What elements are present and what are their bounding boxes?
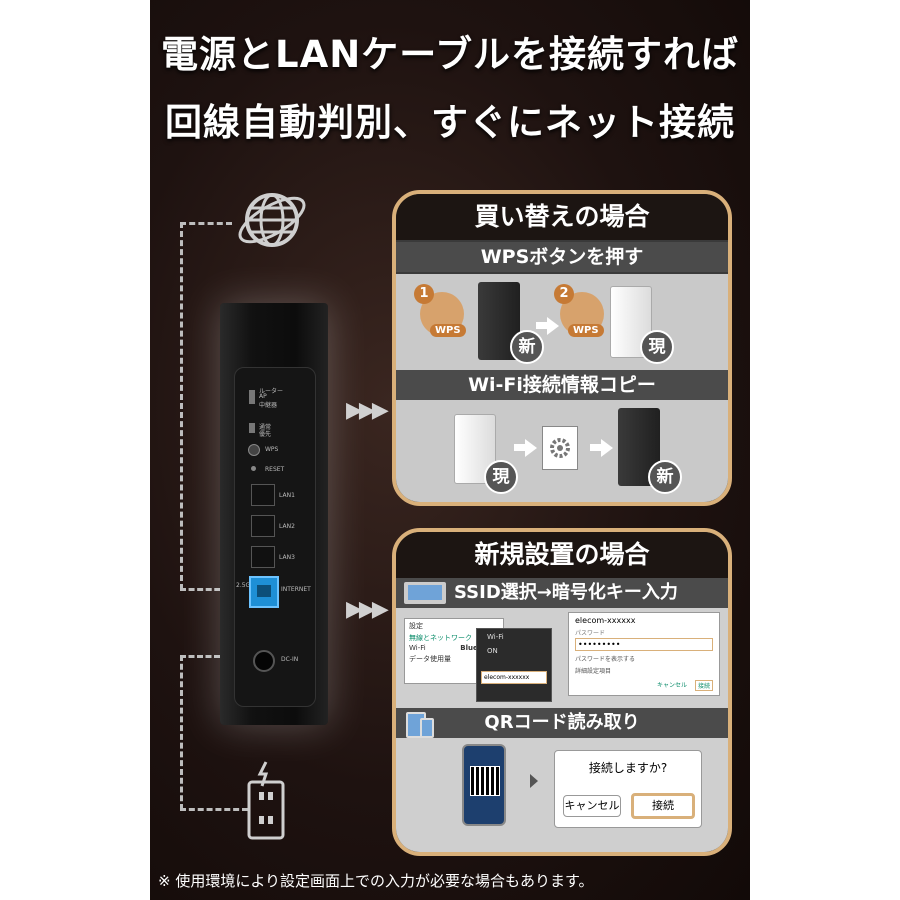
password-input[interactable]: ••••••••• <box>575 638 713 651</box>
step-number-2: 2 <box>554 284 574 304</box>
new-install-title: 新規設置の場合 <box>396 532 728 578</box>
new-badge-1: 新 <box>510 330 544 364</box>
qr-code-icon <box>470 766 500 796</box>
router-port-panel: ルーター AP 中継器 通常 優先 WPS RESET LAN1 LAN2 LA… <box>234 367 316 707</box>
wifi-list-card: Wi-Fi ON elecom-xxxxxx <box>476 628 552 702</box>
reset-label: RESET <box>265 466 285 473</box>
current-badge-2: 現 <box>484 460 518 494</box>
ssid-step-title: SSID選択→暗号化キー入力 <box>454 582 678 603</box>
lan3-port[interactable] <box>251 546 275 568</box>
laptop-icon <box>404 582 446 604</box>
ssid-list-item[interactable]: elecom-xxxxxx <box>481 671 547 684</box>
replace-panel-title: 買い替えの場合 <box>396 194 728 240</box>
advanced-options[interactable]: 詳細設定項目 <box>575 668 612 675</box>
switch-label-router: ルーター <box>259 388 284 395</box>
qr-step-illustration: 接続しますか? キャンセル 接続 <box>396 738 728 852</box>
dcin-label: DC-IN <box>281 656 299 663</box>
headline-line2: 回線自動判別、すぐにネット接続 <box>165 101 735 144</box>
power-line-bottom <box>180 808 248 811</box>
arrow-right-icon <box>547 317 559 335</box>
smartphone-icon <box>462 744 506 826</box>
wifi-header: Wi-Fi <box>487 633 504 641</box>
switch-label-ap: AP <box>259 393 267 400</box>
port-speed-label: 2.5GE <box>236 582 254 589</box>
wps-step-title: WPSボタンを押す <box>396 242 728 272</box>
mode-switch[interactable] <box>249 390 255 404</box>
password-connect-button[interactable]: 接続 <box>694 680 713 691</box>
lan3-label: LAN3 <box>279 554 295 561</box>
wireless-network-label: 無線とネットワーク <box>409 634 472 642</box>
auto-label-normal: 通常 <box>259 424 272 431</box>
dialog-ssid: elecom-xxxxxx <box>575 616 636 625</box>
copy-step-title: Wi-Fi接続情報コピー <box>396 370 728 400</box>
router-rear: ルーター AP 中継器 通常 優先 WPS RESET LAN1 LAN2 LA… <box>220 303 328 725</box>
internet-label: INTERNET <box>281 586 311 593</box>
tablet-phone-icon <box>406 712 434 738</box>
arrow-right-icon <box>525 439 537 457</box>
power-outlet-icon <box>246 760 286 844</box>
lan2-port[interactable] <box>251 515 275 537</box>
copy-step-illustration: 現 新 <box>396 400 728 502</box>
footnote: ※ 使用環境により設定画面上での入力が必要な場合もあります。 <box>158 872 594 890</box>
wps-tag-2: WPS <box>568 324 604 337</box>
wps-tag-1: WPS <box>430 324 466 337</box>
qr-step-title: QRコード読み取り <box>484 712 640 733</box>
headline-line1: 電源とLANケーブルを接続すれば <box>161 33 739 76</box>
ssid-step-illustration: 設定 無線とネットワーク Wi-Fi Bluetooth データ使用量 Wi-F… <box>396 608 728 708</box>
password-dialog: elecom-xxxxxx パスワード ••••••••• パスワードを表示する… <box>568 612 720 696</box>
wifi-on-label: ON <box>487 647 498 655</box>
settings-label: 設定 <box>409 622 423 630</box>
settings-file-icon <box>542 426 578 470</box>
step-number-1: 1 <box>414 284 434 304</box>
chevron-right-icon <box>530 774 538 788</box>
switch-label-repeater: 中継器 <box>259 402 278 409</box>
product-banner: 電源とLANケーブルを接続すれば 回線自動判別、すぐにネット接続 ルーター AP… <box>150 0 750 900</box>
password-cancel-button[interactable]: キャンセル <box>656 682 687 689</box>
connect-dialog: 接続しますか? キャンセル 接続 <box>554 750 702 828</box>
lan1-label: LAN1 <box>279 492 295 499</box>
replace-panel: 買い替えの場合 WPSボタンを押す 1 WPS 新 2 WPS 現 Wi-Fi接… <box>392 190 732 506</box>
power-line-top <box>180 655 254 658</box>
internet-line-vertical <box>180 222 183 590</box>
lan2-label: LAN2 <box>279 523 295 530</box>
globe-icon <box>232 180 312 264</box>
lan1-port[interactable] <box>251 484 275 506</box>
show-password-checkbox[interactable]: パスワードを表示する <box>575 656 636 663</box>
new-install-panel: 新規設置の場合 SSID選択→暗号化キー入力 設定 無線とネットワーク Wi-F… <box>392 528 732 856</box>
chevron-right-icon: ▶▶▶ <box>346 597 389 622</box>
chevron-right-icon: ▶▶▶ <box>346 398 389 423</box>
arrow-right-icon <box>601 439 613 457</box>
dcin-jack[interactable] <box>253 650 275 672</box>
auto-switch[interactable] <box>249 423 255 433</box>
dialog-cancel-button[interactable]: キャンセル <box>563 795 621 817</box>
wifi-menu-item[interactable]: Wi-Fi <box>409 644 426 652</box>
auto-label-priority: 優先 <box>259 431 272 438</box>
connect-question: 接続しますか? <box>588 761 668 775</box>
internet-port[interactable] <box>249 576 279 608</box>
wps-hw-button[interactable] <box>248 444 260 456</box>
internet-line-top <box>180 222 232 225</box>
password-label: パスワード <box>575 630 606 637</box>
internet-line-bottom <box>180 588 246 591</box>
power-line-vertical <box>180 655 183 810</box>
current-badge-1: 現 <box>640 330 674 364</box>
reset-hole[interactable] <box>251 466 256 471</box>
data-usage-menu-item[interactable]: データ使用量 <box>409 655 451 663</box>
wps-step-illustration: 1 WPS 新 2 WPS 現 <box>396 274 728 370</box>
dialog-connect-button[interactable]: 接続 <box>631 793 695 819</box>
wps-hw-label: WPS <box>265 446 279 453</box>
new-badge-2: 新 <box>648 460 682 494</box>
